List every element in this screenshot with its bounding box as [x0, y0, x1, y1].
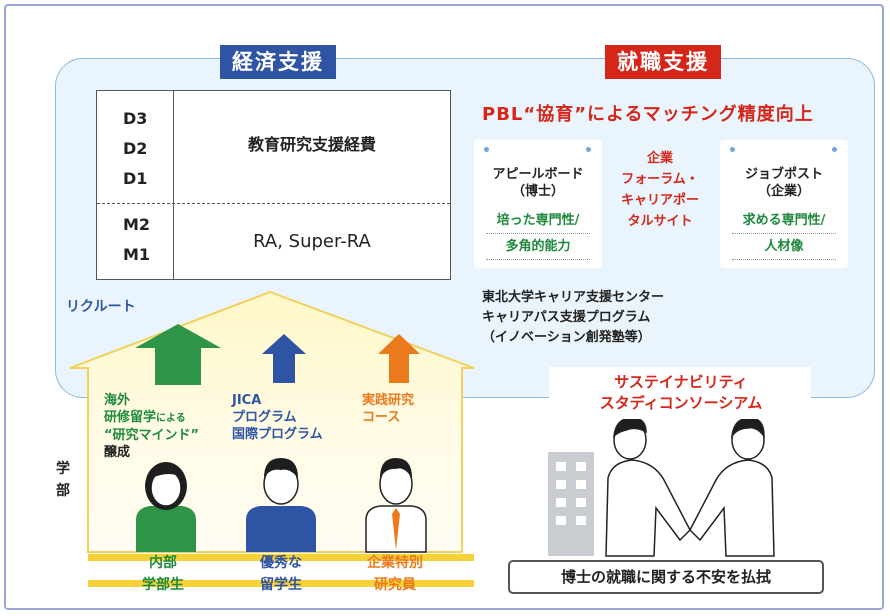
label-line: 内部: [149, 555, 177, 571]
green-arrow-icon: [135, 324, 221, 385]
label-line: 優秀な: [260, 555, 302, 571]
forum-line: フォーラム・: [621, 172, 699, 187]
jica-line: JICA: [232, 393, 262, 408]
job-post-card: ジョブポスト （企業） 求める専門性/ 人材像: [720, 140, 848, 268]
job-post-items: 求める専門性/ 人材像: [720, 208, 848, 260]
career-line: 東北大学キャリア支援センター: [482, 290, 665, 305]
appeal-board-title-line: （博士）: [511, 184, 564, 199]
undergraduate-label: 学部: [56, 461, 70, 499]
appeal-board-title: アピールボード （博士）: [474, 166, 602, 200]
label-line: 企業特別: [367, 555, 423, 571]
appeal-board-title-line: アピールボード: [492, 167, 584, 182]
corporate-researcher-label: 企業特別 研究員: [360, 552, 430, 596]
career-center-text: 東北大学キャリア支援センター キャリアパス支援プログラム （イノベーション創発塾…: [482, 288, 664, 348]
forum-line: キャリアポー: [620, 193, 699, 208]
practical-line: コース: [362, 410, 401, 425]
table-divider-vertical: [173, 91, 174, 279]
economic-support-header: 経済支援: [220, 45, 336, 79]
jica-line: プログラム: [232, 410, 297, 425]
jica-program-text: JICA プログラム 国際プログラム: [232, 392, 323, 443]
excellent-intl-label: 優秀な 留学生: [246, 552, 316, 596]
support-table: D3 D2 D1 M2 M1 教育研究支援経費 RA, Super-RA: [96, 90, 451, 280]
figure-frame: [4, 4, 884, 610]
consortium-title: サステイナビリティ スタディコンソーシアム: [556, 372, 806, 414]
student-woman-icon: [136, 462, 196, 552]
card-dot: [586, 147, 591, 152]
blue-arrow-icon: [262, 334, 306, 383]
overseas-line: 海外: [104, 393, 131, 408]
pbl-title: PBL“協育”によるマッチング精度向上: [482, 104, 814, 125]
anxiety-box: 博士の就職に関する不安を払拭: [508, 560, 824, 594]
level-d2: D2: [123, 139, 148, 158]
employment-support-header: 就職支援: [605, 45, 721, 79]
doctor-support-text: 教育研究支援経費: [247, 135, 376, 154]
consortium-line: スタディコンソーシアム: [599, 394, 763, 412]
nurture-text: 醸成: [104, 445, 131, 460]
appeal-board-card: アピールボード （博士） 培った専門性/ 多角的能力: [474, 140, 602, 268]
career-line: キャリアパス支援プログラム: [482, 310, 651, 325]
handshake-icon: [605, 417, 775, 557]
jica-line: 国際プログラム: [232, 427, 323, 442]
job-post-title-line: ジョブポスト: [744, 167, 823, 182]
recruit-label: リクルート: [66, 299, 136, 315]
practical-research-text: 実践研究 コース: [362, 392, 414, 426]
dotted-underline: [732, 233, 836, 234]
level-d1: D1: [123, 169, 148, 188]
building-icon: [548, 452, 594, 556]
yellow-bar: [88, 580, 474, 587]
appeal-board-item: 多角的能力: [505, 239, 571, 254]
level-d3: D3: [123, 109, 148, 128]
consortium-box: [549, 367, 811, 419]
job-post-item: 求める専門性/: [742, 213, 826, 228]
research-mind-text: “研究マインド”: [104, 428, 200, 443]
overseas-line: 研修留学: [104, 410, 157, 425]
card-dot: [484, 147, 489, 152]
international-student-icon: [246, 458, 316, 552]
practical-line: 実践研究: [362, 393, 415, 408]
forum-line: 企業: [646, 151, 673, 166]
card-dot: [832, 147, 837, 152]
level-m1: M1: [123, 245, 151, 264]
forum-portal-text: 企業 フォーラム・ キャリアポー タルサイト: [612, 148, 708, 232]
job-post-item: 人材像: [764, 239, 804, 254]
dotted-underline: [732, 259, 836, 260]
company-researcher-icon: [365, 458, 427, 553]
forum-line: タルサイト: [627, 214, 693, 229]
label-line: 学部生: [142, 577, 184, 593]
level-m2: M2: [123, 215, 151, 234]
career-line: （イノベーション創発塾等）: [482, 330, 651, 345]
master-support-text: RA, Super-RA: [253, 231, 371, 252]
overseas-training-text: 海外 研修留学による “研究マインド” 醸成: [104, 392, 199, 461]
job-post-title: ジョブポスト （企業）: [720, 166, 848, 200]
yellow-bar: [88, 554, 474, 561]
dotted-underline: [486, 233, 590, 234]
overseas-line-small: による: [156, 413, 186, 424]
appeal-board-item: 培った専門性/: [496, 213, 580, 228]
internal-undergrad-label: 内部 学部生: [128, 552, 198, 596]
appeal-board-items: 培った専門性/ 多角的能力: [474, 208, 602, 260]
table-divider-dashed: [97, 203, 450, 204]
dotted-underline: [486, 259, 590, 260]
label-line: 留学生: [260, 577, 302, 593]
label-line: 研究員: [374, 577, 416, 593]
job-post-title-line: （企業）: [757, 184, 810, 199]
consortium-line: サステイナビリティ: [614, 373, 748, 391]
orange-arrow-icon: [378, 334, 420, 383]
card-dot: [730, 147, 735, 152]
